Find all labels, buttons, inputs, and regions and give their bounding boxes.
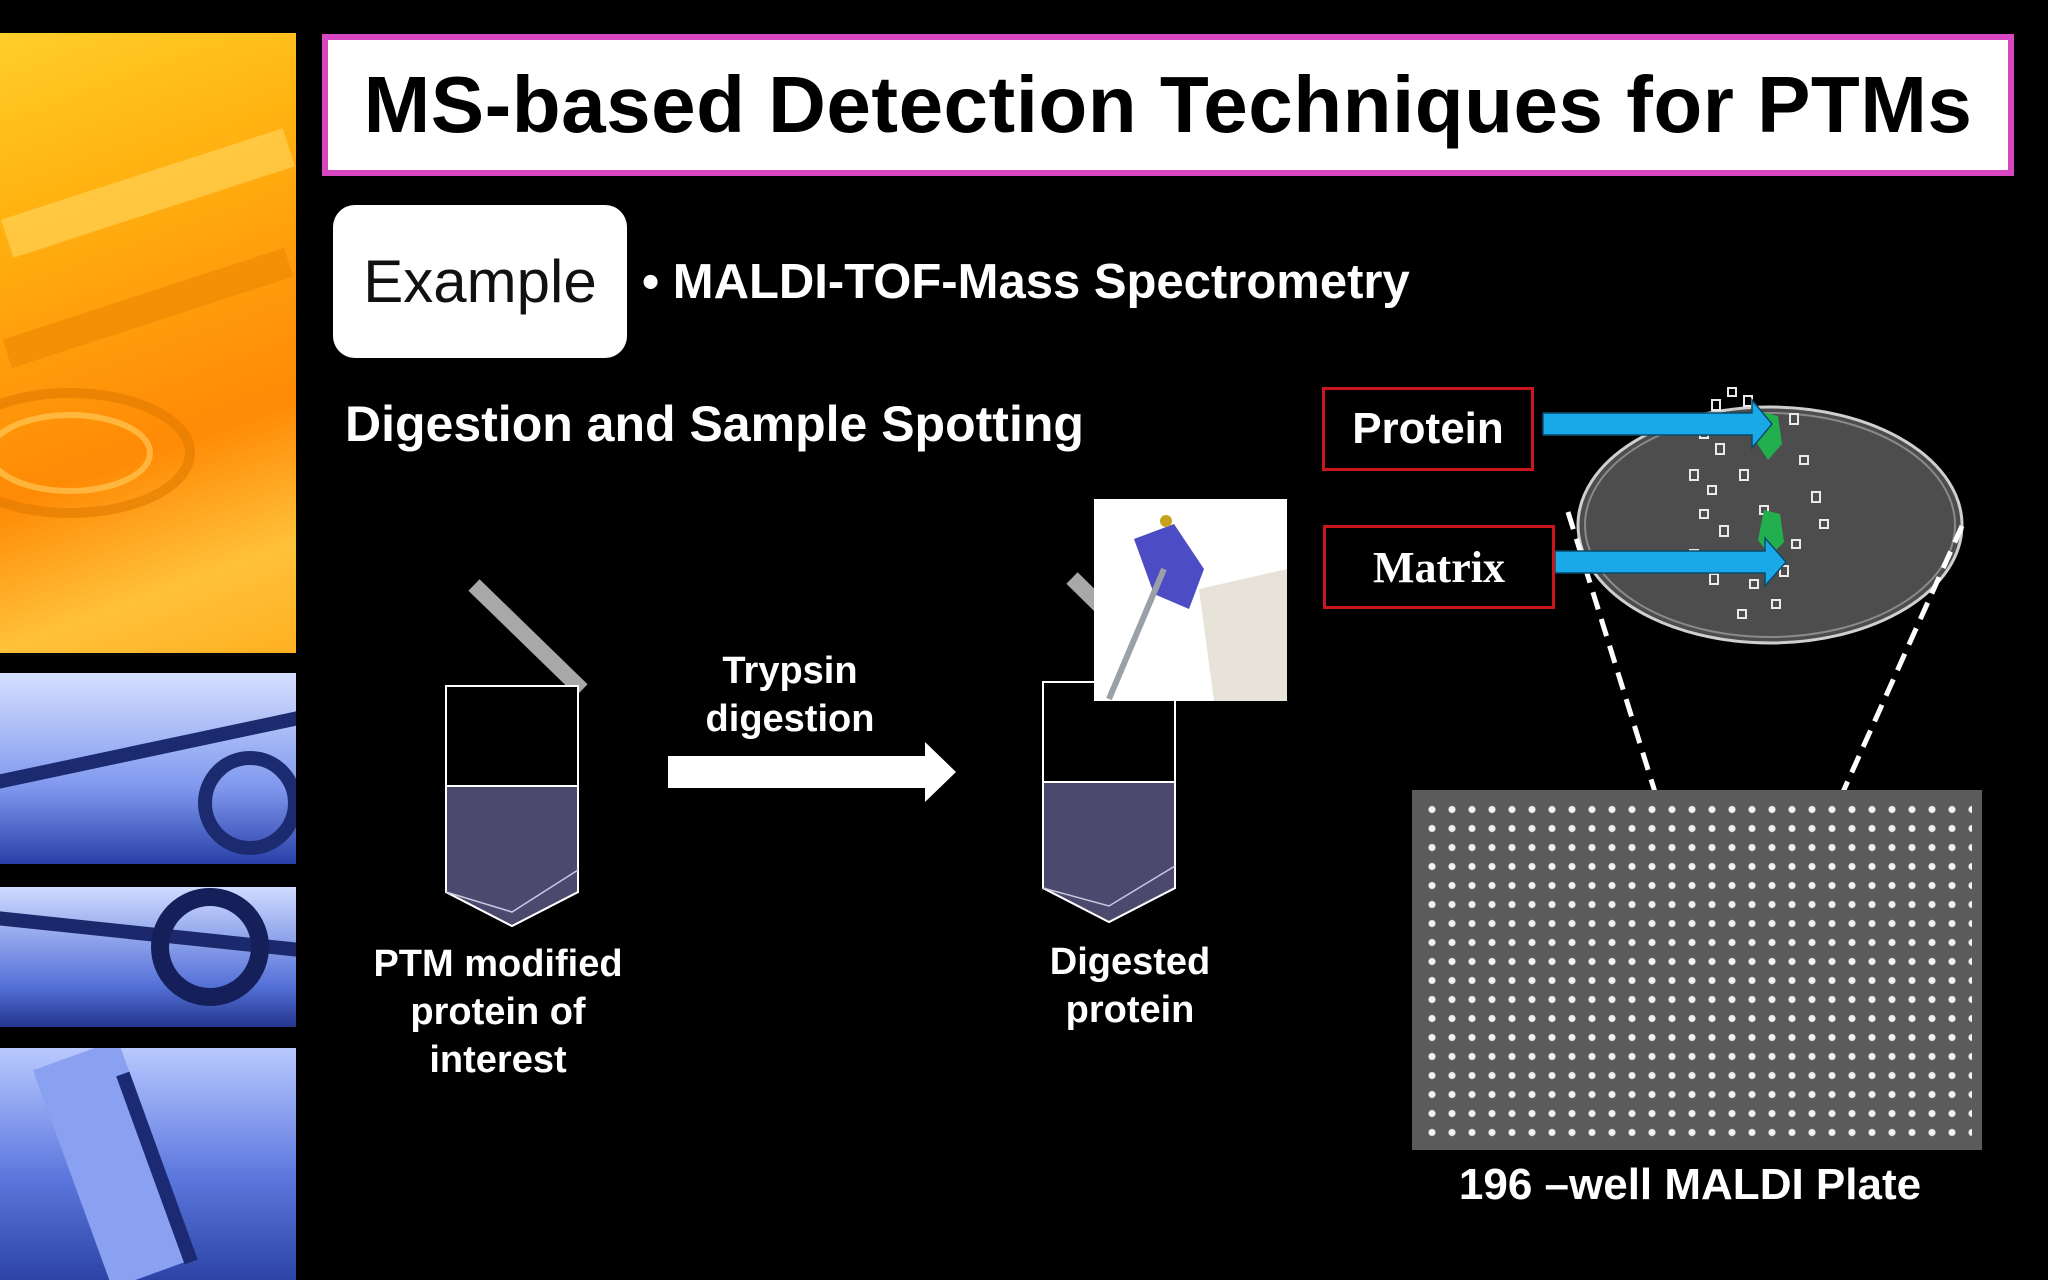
tube-right <box>1042 572 1176 924</box>
lab-photo-blue-1 <box>0 673 296 864</box>
maldi-plate-photo <box>1412 790 1982 1150</box>
example-badge: Example <box>333 205 627 358</box>
tube-right-liquid <box>1042 781 1176 924</box>
bullet-maldi-tof: • MALDI-TOF-Mass Spectrometry <box>642 255 1410 309</box>
protein-label: Protein <box>1322 387 1534 471</box>
maldi-plate-caption: 196 –well MALDI Plate <box>1458 1160 1922 1209</box>
matrix-pointer-arrow <box>1554 536 1787 588</box>
title-box: MS-based Detection Techniques for PTMs <box>322 34 2014 176</box>
digested-protein-caption: Digested protein <box>1049 941 1211 1031</box>
protein-pointer-arrow <box>1542 397 1773 451</box>
trypsin-digestion-label: Trypsin digestion <box>705 650 875 740</box>
tube-left-cap <box>468 579 588 696</box>
lab-photo-blue-3 <box>0 1048 296 1280</box>
ptm-protein-caption: PTM modified protein of interest <box>373 943 623 1081</box>
process-arrow <box>668 742 956 802</box>
lab-glassware-illustration <box>0 128 295 518</box>
pipette-photo <box>1094 499 1287 701</box>
slide-title: MS-based Detection Techniques for PTMs <box>363 60 1973 149</box>
tube-left <box>445 579 588 928</box>
plate-wells-grid <box>1422 800 1972 1140</box>
lab-photo-orange <box>0 33 296 653</box>
maldi-target-disc <box>1576 387 1964 645</box>
tube-left-liquid <box>445 785 579 928</box>
section-heading: Digestion and Sample Spotting <box>345 396 1084 452</box>
lab-photo-blue-2 <box>0 887 296 1027</box>
matrix-label: Matrix <box>1323 525 1555 609</box>
